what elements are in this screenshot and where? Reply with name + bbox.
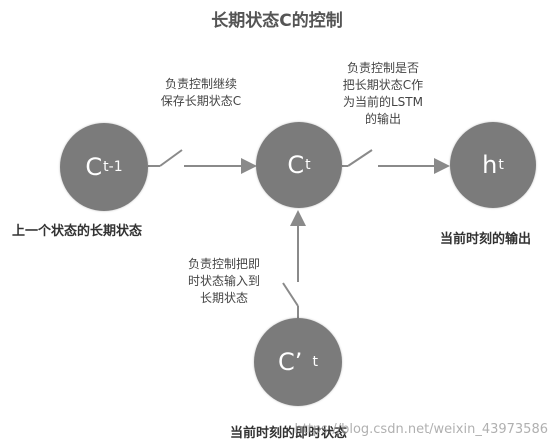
- output-gate-note-line-2: 把长期状态C作: [342, 78, 424, 92]
- input-gate-note: 负责控制把即 时状态输入到 长期状态: [174, 256, 274, 307]
- output-gate-note-line-3: 为当前的LSTM: [343, 95, 423, 109]
- c-candidate-caption: 当前时刻的即时状态: [230, 426, 348, 441]
- input-gate-note-line-3: 长期状态: [199, 291, 248, 305]
- forget-gate-note-line-2: 保存长期状态C: [160, 94, 242, 108]
- forget-gate-note-line-1: 负责控制继续: [164, 77, 237, 91]
- output-gate-switch: [347, 149, 373, 167]
- forget-gate-note: 负责控制继续 保存长期状态C: [146, 76, 256, 110]
- node-c-prev-main: C: [85, 153, 103, 181]
- input-gate-note-line-2: 时状态输入到: [187, 274, 260, 288]
- diagram-title: 长期状态C的控制: [211, 11, 343, 31]
- node-c-candidate: C’ t: [254, 318, 342, 406]
- node-c-candidate-main: C’: [278, 348, 303, 376]
- watermark: https://blog.csdn.net/weixin_43973586: [294, 422, 548, 437]
- c-prev-caption: 上一个状态的长期状态: [12, 224, 143, 239]
- node-c-t-sub: t: [305, 157, 311, 173]
- node-c-prev-sub: t-1: [103, 159, 123, 175]
- output-gate-note-line-1: 负责控制是否: [346, 61, 419, 75]
- node-h-t-main: h: [482, 151, 498, 179]
- h-t-caption: 当前时刻的输出: [440, 232, 532, 247]
- node-c-candidate-sub: t: [312, 354, 318, 370]
- input-gate-note-line-1: 负责控制把即: [187, 257, 260, 271]
- node-c-t-main: C: [287, 151, 305, 179]
- input-gate-switch: [282, 282, 299, 307]
- node-h-t-sub: t: [498, 157, 504, 173]
- forget-gate-switch: [159, 149, 183, 167]
- output-gate-note: 负责控制是否 把长期状态C作 为当前的LSTM 的输出: [328, 60, 438, 128]
- output-gate-note-line-4: 的输出: [364, 112, 401, 126]
